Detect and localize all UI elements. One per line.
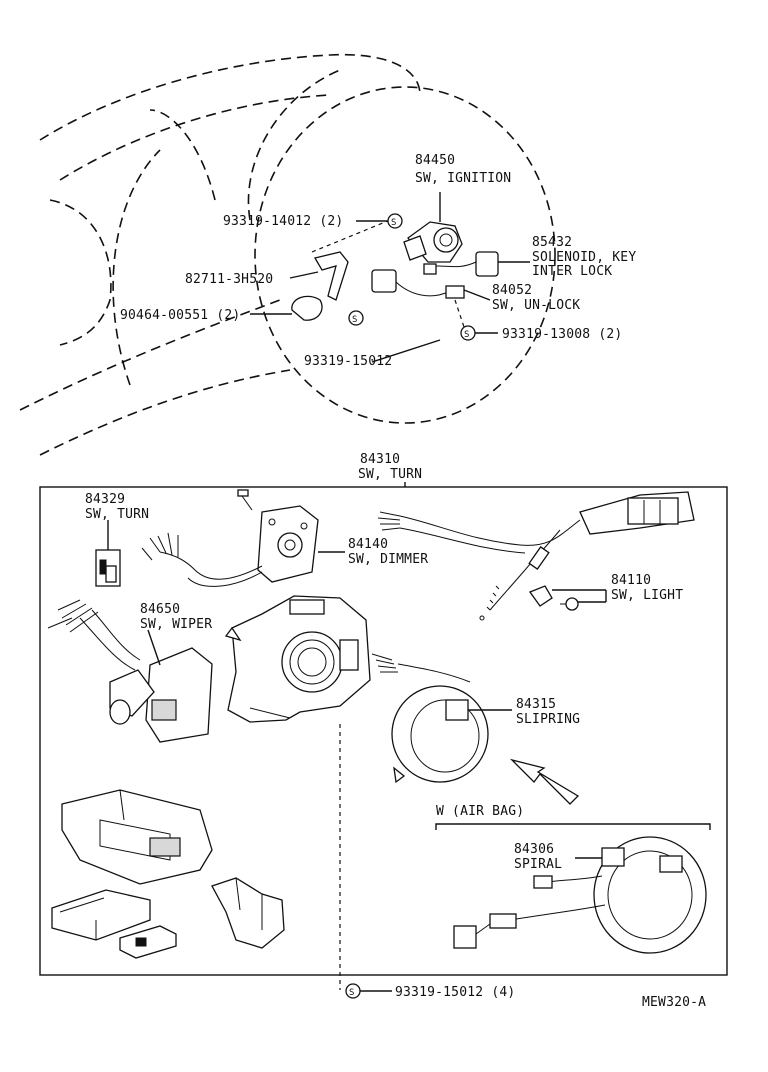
light-switch-parts xyxy=(528,585,607,611)
svg-text:S: S xyxy=(391,218,397,228)
spiral-number: 84306 xyxy=(514,842,554,857)
svg-text:S: S xyxy=(464,330,470,340)
bracket xyxy=(289,217,396,301)
airbag-bracket xyxy=(435,823,711,830)
slipring-name: SLIPRING xyxy=(516,712,580,727)
screw-symbol-bottom: S xyxy=(345,983,392,999)
bracket-number: 82711-3H520 xyxy=(185,272,273,287)
spiral-name: SPIRAL xyxy=(514,857,562,872)
ignition-switch xyxy=(403,192,463,263)
assembly-frame xyxy=(39,486,728,976)
svg-text:S: S xyxy=(349,988,355,998)
clamp-number: 90464-00551 (2) xyxy=(120,308,240,323)
screw-symbol-b: S xyxy=(348,310,364,326)
airbag-note: W (AIR BAG) xyxy=(436,804,524,819)
combination-switch-housing xyxy=(224,595,371,723)
light-number: 84110 xyxy=(611,573,651,588)
solenoid-name: SOLENOID, KEY xyxy=(532,250,636,265)
assembly-name: SW, TURN xyxy=(358,467,422,482)
direction-arrow xyxy=(509,758,580,805)
wiper-switch xyxy=(47,599,213,743)
screw-symbol-c: S xyxy=(460,325,498,341)
dimmer-switch xyxy=(141,489,345,587)
svg-text:S: S xyxy=(352,315,358,325)
ignition-number: 84450 xyxy=(415,153,455,168)
key-interlock-solenoid xyxy=(423,251,530,277)
turn-switch-lever xyxy=(377,491,695,621)
unlock-switch xyxy=(371,269,491,331)
spiral-cable xyxy=(453,836,707,954)
screw-c-number: 93319-15012 xyxy=(304,354,392,369)
turn-sub-number: 84329 xyxy=(85,492,125,507)
screw-symbol-a: S xyxy=(356,213,403,229)
solenoid-name-2: INTER LOCK xyxy=(532,264,612,279)
leader-screw-c xyxy=(371,339,441,363)
bottom-screw-number: 93319-15012 (4) xyxy=(395,985,515,1000)
ignition-name: SW, IGNITION xyxy=(415,171,511,186)
turn-sub-switch xyxy=(95,520,121,587)
connector-block-a xyxy=(51,889,151,941)
screw-b-number: 93319-13008 (2) xyxy=(502,327,622,342)
clamp xyxy=(250,295,323,321)
slipring-number: 84315 xyxy=(516,697,556,712)
unlock-name: SW, UN-LOCK xyxy=(492,298,580,313)
figure-id: MEW320-A xyxy=(642,995,706,1010)
dashboard-outline xyxy=(19,53,556,456)
dimmer-number: 84140 xyxy=(348,537,388,552)
wiper-number: 84650 xyxy=(140,602,180,617)
relay-block xyxy=(61,789,213,885)
wiper-name: SW, WIPER xyxy=(140,617,212,632)
assembly-number: 84310 xyxy=(360,452,400,467)
slipring xyxy=(371,653,512,784)
unlock-number: 84052 xyxy=(492,283,532,298)
light-name: SW, LIGHT xyxy=(611,588,683,603)
solenoid-number: 85432 xyxy=(532,235,572,250)
turn-sub-name: SW, TURN xyxy=(85,507,149,522)
connector-block-b xyxy=(119,925,177,959)
screw-a-number: 93319-14012 (2) xyxy=(223,214,343,229)
mount-bracket xyxy=(211,877,285,949)
dimmer-name: SW, DIMMER xyxy=(348,552,428,567)
